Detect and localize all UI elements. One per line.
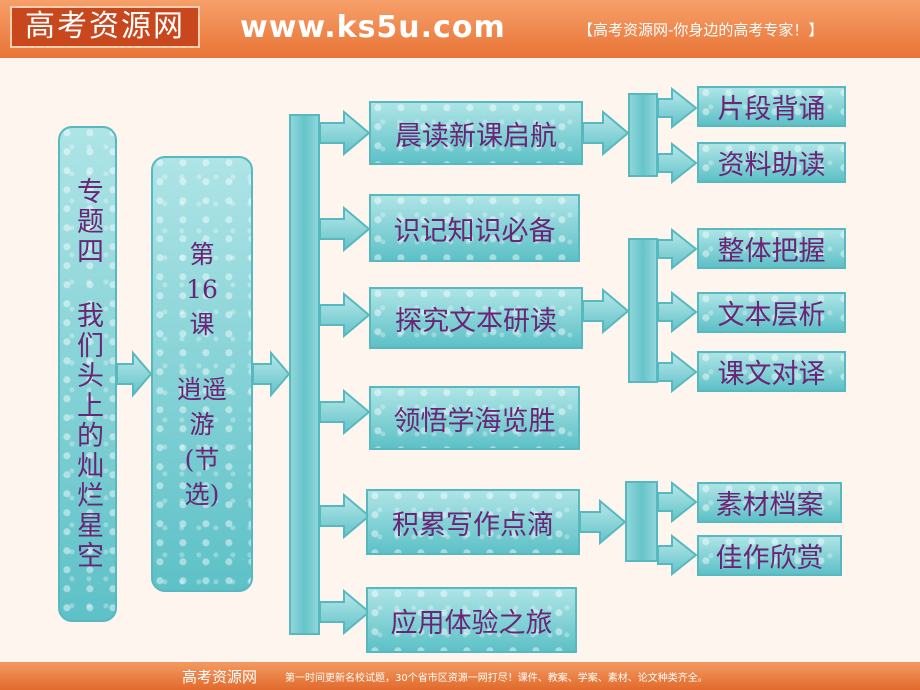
section-4-label: 领悟学海览胜: [393, 405, 556, 437]
topic-box: 专题四 我们头上的灿烂星空: [58, 126, 117, 622]
section-6-box[interactable]: 应用体验之旅: [366, 587, 577, 653]
leaf-3-2-label: 文本层析: [717, 300, 826, 331]
leaf-3-3-box[interactable]: 课文对译: [697, 351, 846, 392]
leaf-3-1-box[interactable]: 整体把握: [697, 228, 846, 269]
section-1-box[interactable]: 晨读新课启航: [369, 101, 583, 165]
site-url[interactable]: www.ks5u.com: [240, 10, 506, 45]
lesson-line-4: 逍遥: [176, 374, 227, 404]
section-4-box[interactable]: 领悟学海览胜: [369, 386, 580, 450]
footer-logo[interactable]: 高考资源网: [182, 668, 258, 686]
topic-label: 专题四 我们头上的灿烂星空: [72, 177, 103, 571]
section-3-box[interactable]: 探究文本研读: [369, 287, 583, 349]
leaf-5-2-label: 佳作欣赏: [715, 543, 824, 574]
section-6-label: 应用体验之旅: [390, 607, 553, 639]
leaf-1-1-box[interactable]: 片段背诵: [697, 86, 846, 127]
leaf-1-1-label: 片段背诵: [717, 94, 826, 125]
leaf-3-2-box[interactable]: 文本层析: [697, 292, 846, 333]
leaf-5-1-label: 素材档案: [715, 490, 824, 521]
section-3-label: 探究文本研读: [395, 305, 557, 337]
section-2-label: 识记知识必备: [393, 215, 556, 247]
leaf-3-1-label: 整体把握: [717, 236, 826, 267]
leaf-5-2-box[interactable]: 佳作欣赏: [697, 535, 842, 576]
site-slogan: 【高考资源网-你身边的高考专家！】: [578, 21, 824, 39]
header-bar: 高考资源网 www.ks5u.com 【高考资源网-你身边的高考专家！】: [0, 0, 920, 58]
section-1-label: 晨读新课启航: [395, 120, 557, 152]
lesson-line-3: 课: [189, 309, 215, 339]
footer-text: 第一时间更新名校试题，30个省市区资源一网打尽！课件、教案、学案、素材、论文种类…: [285, 673, 708, 684]
lesson-box: 第 16 课 逍遥 游 (节 选): [151, 156, 253, 592]
sub-bar-3: [628, 238, 658, 383]
main-connector-bar: [289, 114, 320, 635]
leaf-1-2-label: 资料助读: [717, 150, 826, 181]
leaf-5-1-box[interactable]: 素材档案: [697, 482, 842, 523]
section-5-label: 积累写作点滴: [392, 509, 554, 541]
footer-bar: 高考资源网 第一时间更新名校试题，30个省市区资源一网打尽！课件、教案、学案、素…: [0, 662, 920, 690]
lesson-line-5: 游: [189, 409, 215, 439]
section-5-box[interactable]: 积累写作点滴: [366, 489, 580, 555]
lesson-line-1: 第: [189, 239, 215, 269]
site-logo[interactable]: 高考资源网: [10, 6, 200, 48]
lesson-line-7: 选): [184, 479, 220, 509]
leaf-1-2-box[interactable]: 资料助读: [697, 142, 846, 183]
section-2-box[interactable]: 识记知识必备: [369, 194, 580, 262]
lesson-line-2: 16: [186, 274, 218, 304]
sub-bar-5: [625, 481, 658, 562]
lesson-line-6: (节: [184, 444, 220, 474]
leaf-3-3-label: 课文对译: [717, 359, 826, 390]
sub-bar-1: [628, 93, 658, 177]
